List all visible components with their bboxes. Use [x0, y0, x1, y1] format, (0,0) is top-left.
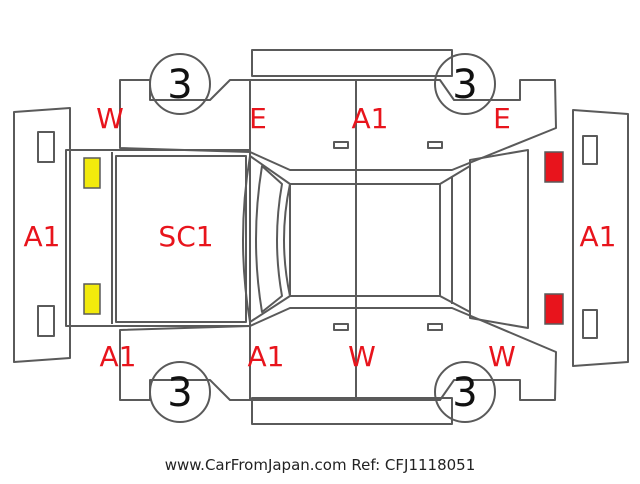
- footer-ref: Ref: CFJ1118051: [351, 456, 476, 474]
- front-bumper: [13, 107, 71, 363]
- yellow-lamp-top: [83, 157, 101, 189]
- tire-rear-right: [434, 361, 496, 423]
- footer-reference: www.CarFromJapan.com Ref: CFJ1118051: [0, 456, 640, 474]
- mark-rear-bumper: A1: [580, 220, 617, 253]
- tire-number-rear-right: 3: [452, 370, 477, 416]
- mark-fender-bottom-front: A1: [100, 340, 137, 373]
- footer-site: www.CarFromJapan.com: [164, 456, 347, 474]
- rear-bumper: [572, 109, 629, 367]
- mark-door-top-front: E: [249, 102, 267, 135]
- tire-front-right: [149, 361, 211, 423]
- tire-number-front-right: 3: [167, 370, 192, 416]
- mark-door-bottom-front: A1: [248, 340, 285, 373]
- bottom-side-panels: [119, 294, 557, 401]
- mark-door-top-rear: A1: [352, 102, 389, 135]
- tire-number-rear-left: 3: [452, 62, 477, 108]
- mark-front-bumper: A1: [24, 220, 61, 253]
- yellow-lamp-bottom: [83, 283, 101, 315]
- top-side-panels: [119, 79, 557, 186]
- tire-rear-left: [434, 53, 496, 115]
- red-lamp-bottom: [544, 293, 564, 325]
- mark-quarter-bottom-rear: W: [488, 340, 516, 373]
- tire-front-left: [149, 53, 211, 115]
- mark-fender-top-front: W: [96, 102, 124, 135]
- red-lamp-top: [544, 151, 564, 183]
- mark-door-bottom-rear: W: [348, 340, 376, 373]
- tire-number-front-left: 3: [167, 62, 192, 108]
- bottom-rail: [251, 397, 453, 425]
- top-rail: [251, 49, 453, 77]
- trunk-lid: [469, 149, 529, 329]
- mark-hood: SC1: [158, 220, 213, 253]
- mark-quarter-top-rear: E: [493, 102, 511, 135]
